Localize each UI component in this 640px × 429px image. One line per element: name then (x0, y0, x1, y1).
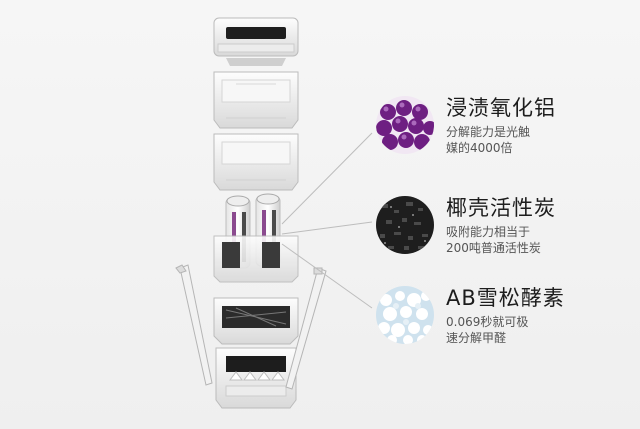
alumina-beads-image (376, 96, 434, 154)
top-cap (213, 17, 299, 66)
description-line: 媒的4000倍 (446, 141, 513, 155)
side-arms (175, 264, 327, 390)
feature-description: 分解能力是光触 媒的4000倍 (446, 124, 586, 156)
feature-title: AB雪松酵素 (446, 286, 565, 310)
bottom-base (215, 347, 297, 409)
description-line: 吸附能力相当于 (446, 225, 531, 239)
filter-module-middle (213, 133, 299, 191)
enzyme-crystals-image (376, 286, 434, 344)
feature-title: 椰壳活性炭 (446, 196, 556, 220)
filter-module-upper (213, 71, 299, 129)
description-line: 0.069秒就可极 (446, 315, 529, 329)
description-line: 速分解甲醛 (446, 331, 507, 345)
fan-module (213, 297, 299, 345)
activated-carbon-image (376, 196, 434, 254)
cartridge-base (213, 235, 299, 283)
callout-lines (281, 132, 373, 309)
feature-description: 0.069秒就可极 速分解甲醛 (446, 314, 586, 346)
description-line: 分解能力是光触 (446, 125, 531, 139)
feature-title: 浸渍氧化铝 (446, 96, 556, 120)
feature-description: 吸附能力相当于 200吨普通活性炭 (446, 224, 586, 256)
description-line: 200吨普通活性炭 (446, 241, 541, 255)
